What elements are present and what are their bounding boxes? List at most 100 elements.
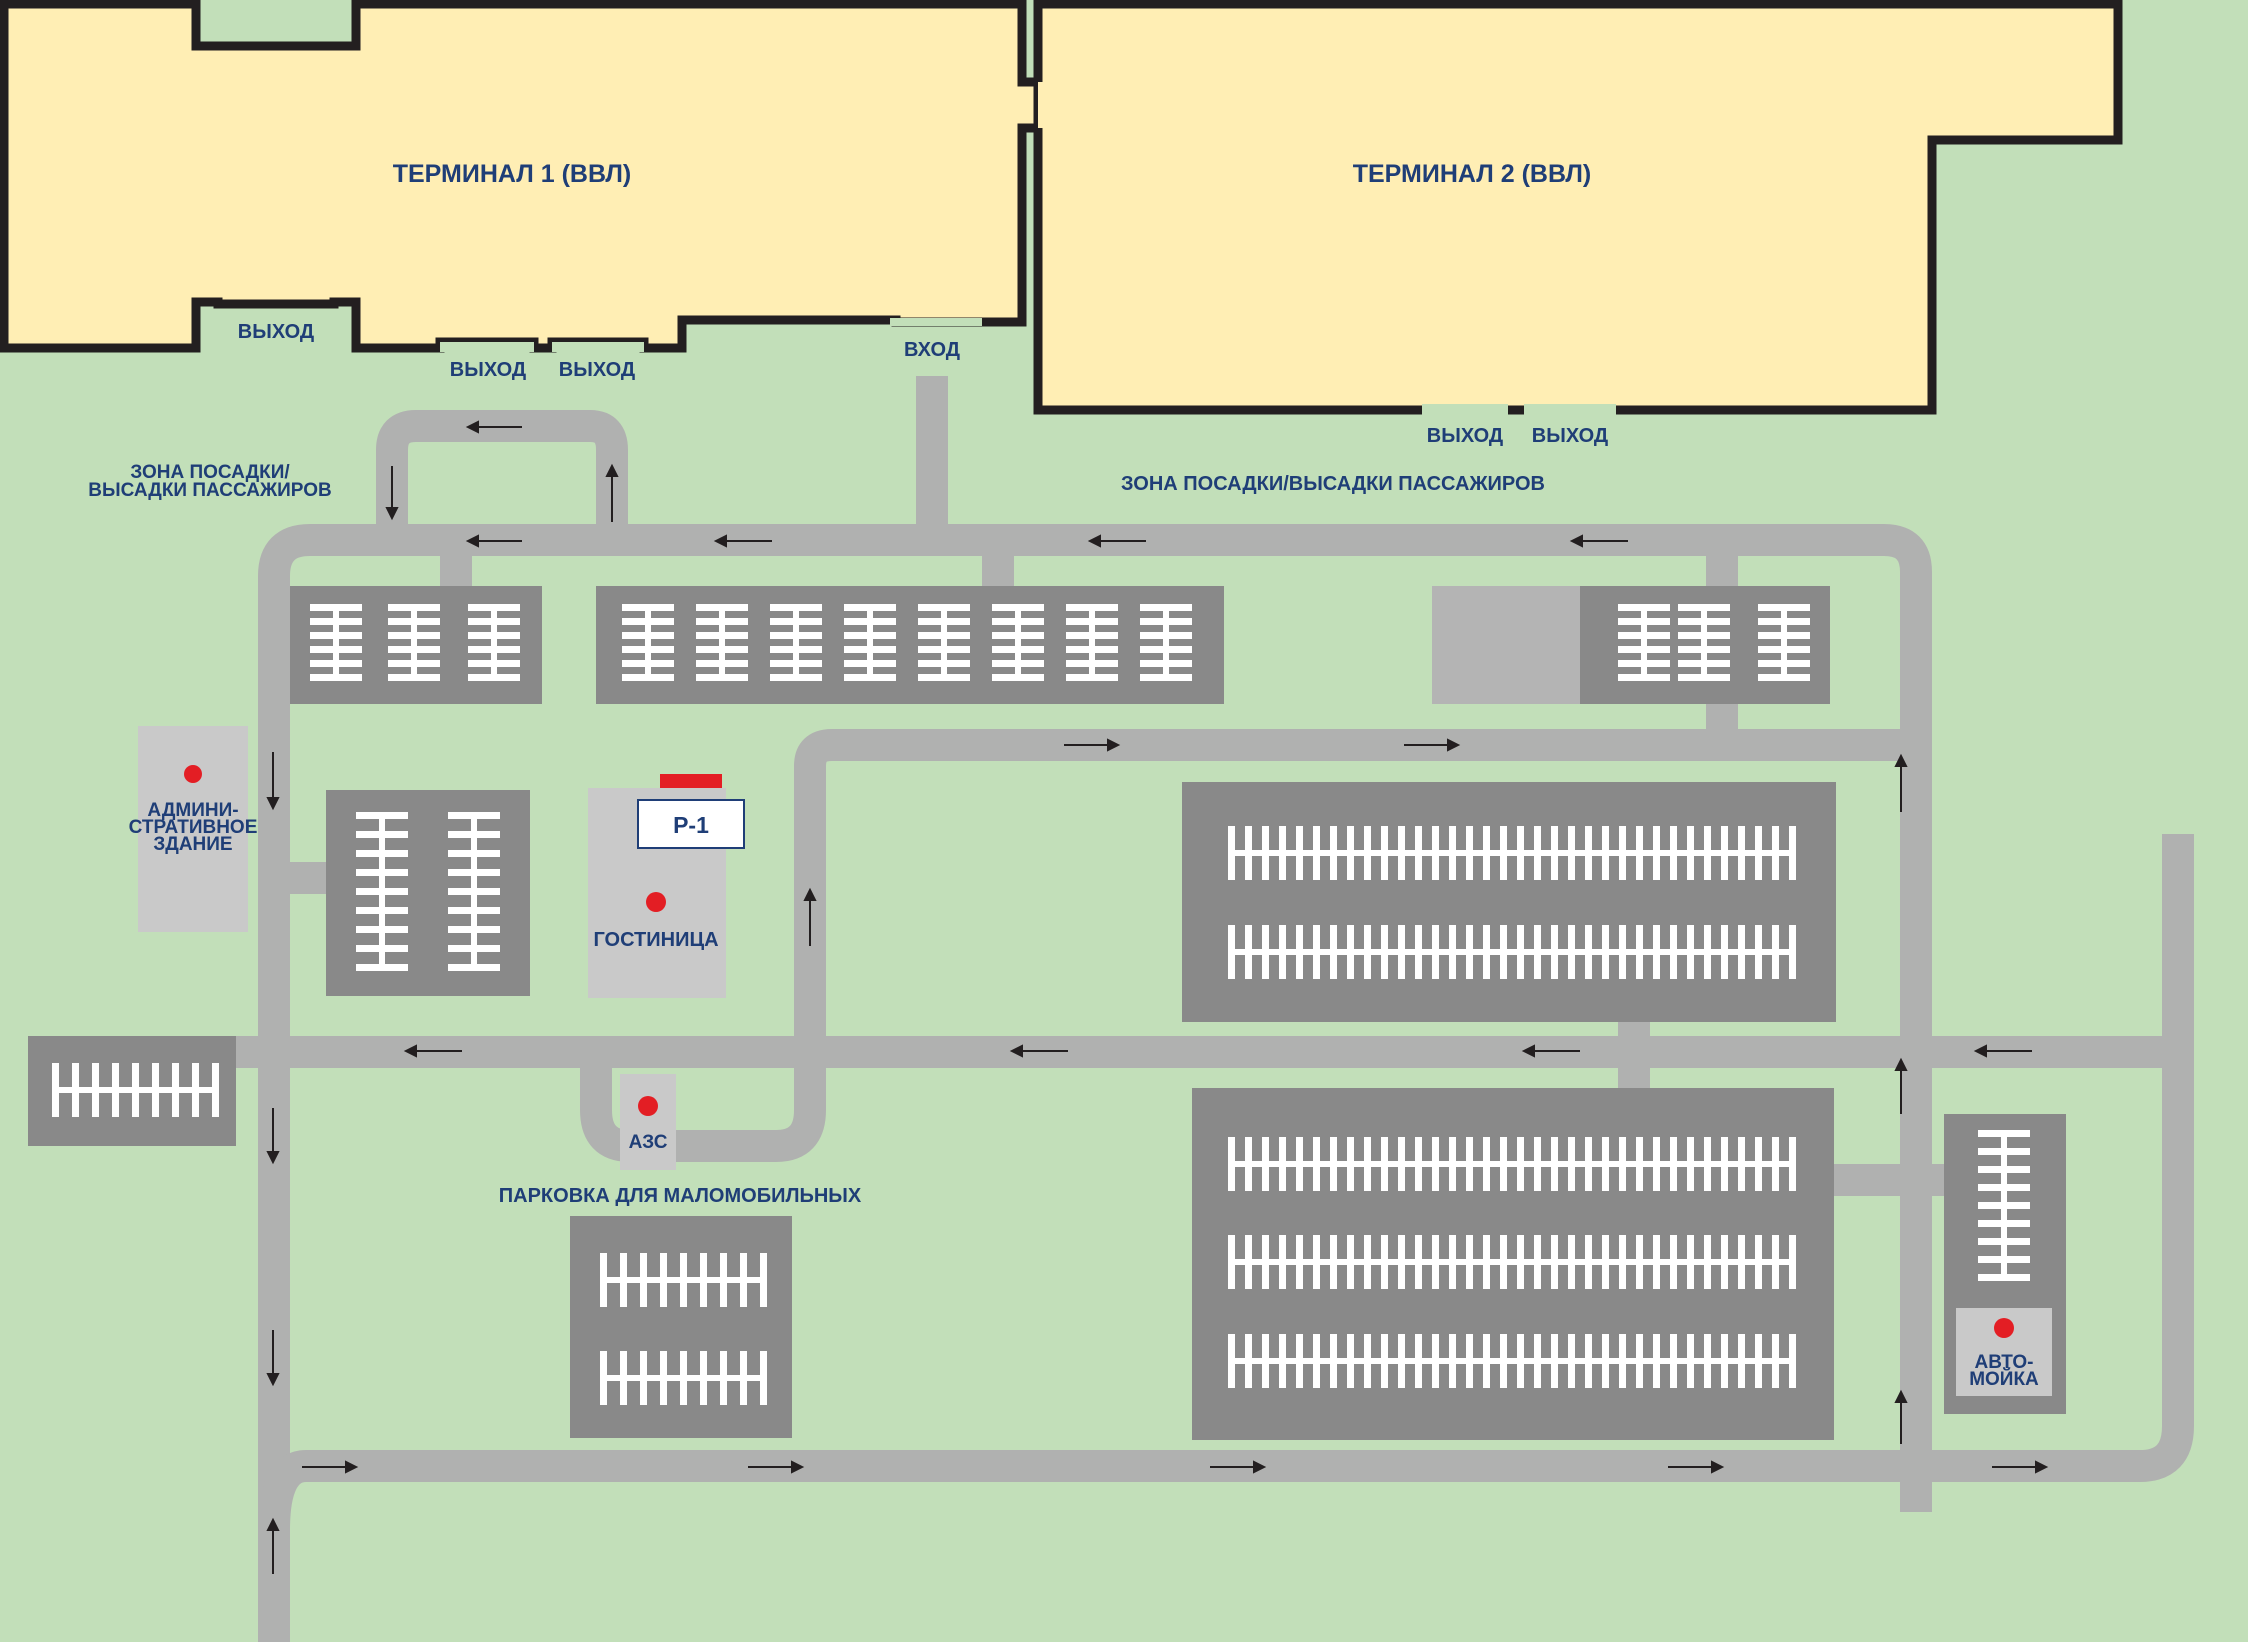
parking-stripe — [1585, 1137, 1592, 1191]
parking-stripe — [1738, 1137, 1745, 1191]
parking-stripe — [1781, 604, 1787, 680]
parking-stripe — [1758, 660, 1810, 667]
parking-lot-large-upper — [1182, 782, 1836, 1022]
parking-stripe — [1330, 1137, 1337, 1191]
parking-stripe — [1140, 646, 1192, 653]
parking-stripe — [1347, 826, 1354, 880]
terminal-2-building — [1033, 0, 2123, 415]
parking-stripe — [1228, 1259, 1790, 1265]
parking-stripe — [1364, 1137, 1371, 1191]
parking-stripe — [1618, 604, 1670, 611]
parking-stripe — [1364, 1334, 1371, 1388]
parking-stripe — [1228, 949, 1790, 955]
parking-stripe — [468, 674, 520, 681]
parking-stripe — [1704, 925, 1711, 979]
parking-stripe — [1678, 604, 1730, 611]
parking-stripe — [388, 646, 440, 653]
parking-stripe — [356, 869, 408, 876]
parking-stripe — [1279, 826, 1286, 880]
parking-stripe — [1313, 1334, 1320, 1388]
parking-stripe — [1721, 1334, 1728, 1388]
parking-stripe — [992, 618, 1044, 625]
arrow-up-icon — [1894, 753, 1908, 812]
parking-stripe — [1758, 604, 1810, 611]
dropoff-zone-right-label: ЗОНА ПОСАДКИ/ВЫСАДКИ ПАССАЖИРОВ — [1121, 473, 1545, 495]
parking-stripe — [1585, 826, 1592, 880]
parking-stripe — [1500, 1137, 1507, 1191]
parking-stripe — [622, 646, 674, 653]
arrow-left-icon — [713, 534, 772, 548]
parking-stripe — [1398, 1137, 1405, 1191]
parking-stripe — [1772, 925, 1779, 979]
parking-stripe — [1534, 1235, 1541, 1289]
parking-stripe — [448, 831, 500, 838]
parking-stripe — [1704, 1137, 1711, 1191]
parking-stripe — [1978, 1166, 2030, 1173]
parking-stripe — [1296, 925, 1303, 979]
parking-stripe — [1483, 826, 1490, 880]
parking-stripe — [1551, 1235, 1558, 1289]
parking-stripe — [1347, 925, 1354, 979]
parking-stripe — [1687, 1235, 1694, 1289]
parking-stripe — [1653, 925, 1660, 979]
parking-stripe — [1398, 925, 1405, 979]
parking-stripe — [1678, 646, 1730, 653]
parking-stripe — [1534, 1334, 1541, 1388]
gas-station-label: АЗС — [629, 1132, 668, 1153]
parking-stripe — [1551, 925, 1558, 979]
parking-stripe — [1636, 1235, 1643, 1289]
car-wash-label-line1: АВТО- — [1975, 1352, 2034, 1373]
parking-stripe — [918, 646, 970, 653]
parking-stripe — [1228, 1137, 1235, 1191]
hotel-label: ГОСТИНИЦА — [593, 929, 718, 951]
parking-stripe — [1330, 826, 1337, 880]
dropoff-zone-left-label-line1: ЗОНА ПОСАДКИ/ — [130, 462, 290, 483]
parking-stripe — [1466, 925, 1473, 979]
zone-labels: ЗОНА ПОСАДКИ/ ВЫСАДКИ ПАССАЖИРОВ ЗОНА ПО… — [88, 462, 1545, 1207]
parking-stripe — [719, 604, 725, 680]
parking-stripe — [770, 632, 822, 639]
parking-stripe — [1618, 674, 1670, 681]
hotel-sign-label: Р-1 — [673, 812, 709, 838]
parking-stripe — [1066, 646, 1118, 653]
dropoff-zone-left-label-line2: ВЫСАДКИ ПАССАЖИРОВ — [88, 480, 331, 501]
parking-stripe — [1653, 1334, 1660, 1388]
parking-stripe — [992, 660, 1044, 667]
parking-stripe — [92, 1063, 99, 1117]
parking-stripe — [1398, 826, 1405, 880]
top-road — [258, 524, 1932, 1642]
parking-stripe — [844, 632, 896, 639]
parking-stripe — [1313, 925, 1320, 979]
arrow-right-icon — [1404, 738, 1461, 752]
parking-stripe — [918, 660, 970, 667]
parking-stripe — [1602, 826, 1609, 880]
parking-stripe — [1978, 1220, 2030, 1227]
arrow-right-icon — [748, 1460, 805, 1474]
parking-stripe — [1066, 674, 1118, 681]
parking-stripe — [1262, 925, 1269, 979]
parking-stripe — [448, 850, 500, 857]
inner-road — [794, 729, 1900, 1050]
parking-stripe — [1678, 618, 1730, 625]
parking-stripe — [1789, 1235, 1796, 1289]
parking-stripe — [310, 674, 362, 681]
parking-stripe — [1228, 1161, 1790, 1167]
parking-stripe — [1978, 1130, 2030, 1137]
parking-stripe — [600, 1253, 607, 1307]
parking-stripe — [1228, 1235, 1235, 1289]
parking-stripe — [1466, 826, 1473, 880]
parking-stripe — [1262, 1334, 1269, 1388]
parking-stripe — [1618, 618, 1670, 625]
parking-stripe — [388, 618, 440, 625]
parking-stripe — [1602, 1334, 1609, 1388]
parking-stripe — [1066, 618, 1118, 625]
parking-stripe — [1755, 925, 1762, 979]
parking-stripe — [696, 604, 748, 611]
parking-stripe — [1415, 826, 1422, 880]
parking-stripe — [1364, 826, 1371, 880]
admin-building: АДМИНИ- СТРАТИВНОЕ ЗДАНИЕ — [129, 726, 257, 932]
terminal-labels: ТЕРМИНАЛ 1 (ВВЛ) ТЕРМИНАЛ 2 (ВВЛ) — [393, 160, 1592, 188]
parking-stripe — [1245, 826, 1252, 880]
parking-stripe — [1687, 1137, 1694, 1191]
parking-stripe — [448, 945, 500, 952]
